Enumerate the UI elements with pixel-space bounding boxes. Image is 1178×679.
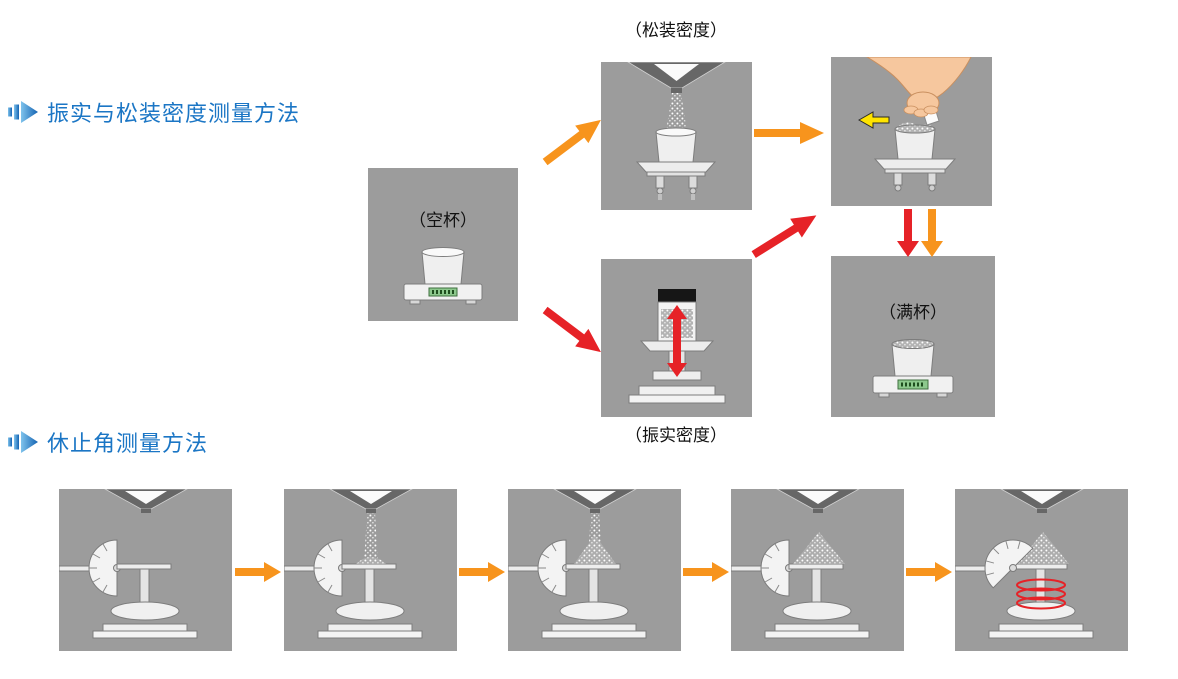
funnel-icon xyxy=(627,62,726,93)
panel-bulk-density xyxy=(601,62,752,210)
arrow-scrape-to-full-red xyxy=(897,209,919,257)
arrow-step-3-4 xyxy=(683,561,729,583)
repose-step5-illustration xyxy=(955,489,1094,639)
powder-stream xyxy=(666,93,687,132)
funnel-icon xyxy=(776,489,860,513)
hand-icon xyxy=(866,57,972,118)
panel-tapped-density xyxy=(601,259,752,417)
arrow-empty-to-tapped xyxy=(537,300,609,363)
arrow-step-1-2 xyxy=(235,561,281,583)
platform-icon xyxy=(116,563,172,606)
repose-step2-illustration xyxy=(284,489,423,639)
cup-icon xyxy=(421,247,465,285)
platform-icon xyxy=(341,563,397,606)
blue-arrow-icon xyxy=(8,101,38,123)
section-title-repose-text: 休止角测量方法 xyxy=(47,431,209,456)
section-title-repose: 休止角测量方法 xyxy=(8,426,208,458)
panel-repose-step3 xyxy=(508,489,681,651)
scale-icon xyxy=(403,283,483,305)
repose-step1-illustration xyxy=(59,489,198,639)
platform-icon xyxy=(788,563,844,606)
empty-cup-illustration xyxy=(403,247,483,305)
protractor-icon xyxy=(984,539,1034,589)
protractor-icon xyxy=(313,539,346,597)
panel-repose-step2 xyxy=(284,489,457,651)
section-title-density-text: 振实与松装密度测量方法 xyxy=(47,101,301,126)
label-empty-cup: （空杯） xyxy=(409,211,477,231)
scale-icon xyxy=(872,375,954,398)
tap-direction-arrow xyxy=(667,305,687,377)
base-bowl-icon xyxy=(988,601,1094,639)
scrape-direction-arrow xyxy=(857,111,890,129)
base-bowl-icon xyxy=(317,601,423,639)
repose-step4-illustration xyxy=(731,489,870,639)
label-bulk-density: （松装密度） xyxy=(625,21,727,41)
panel-repose-step1 xyxy=(59,489,232,651)
full-cup-illustration xyxy=(872,339,954,398)
lcd-display xyxy=(428,287,458,297)
arrow-scrape-to-full-orange xyxy=(921,209,943,257)
arrow-step-4-5 xyxy=(906,561,952,583)
protractor-icon xyxy=(760,539,793,597)
cup-icon xyxy=(891,339,935,377)
arrow-step-2-3 xyxy=(459,561,505,583)
support-rod xyxy=(955,565,990,572)
panel-scrape-level xyxy=(831,57,992,206)
protractor-icon xyxy=(88,539,121,597)
protractor-icon xyxy=(537,539,570,597)
label-tapped-density: （振实密度） xyxy=(625,426,727,446)
panel-repose-step5 xyxy=(955,489,1128,651)
funnel-icon xyxy=(104,489,188,513)
panel-full-cup: （满杯） xyxy=(831,256,995,417)
vibration-stand-icon xyxy=(635,161,717,200)
arrow-bulk-to-scrape xyxy=(754,120,824,146)
tapped-density-illustration xyxy=(628,289,726,404)
vibration-coil-icon xyxy=(1016,578,1066,610)
vibration-stand-icon xyxy=(873,158,957,192)
funnel-icon xyxy=(1000,489,1084,513)
section-title-density: 振实与松装密度测量方法 xyxy=(8,96,300,128)
base-bowl-icon xyxy=(764,601,870,639)
cup-icon xyxy=(655,127,697,163)
support-rod xyxy=(731,565,766,572)
support-rod xyxy=(59,565,94,572)
base-bowl-icon xyxy=(541,601,647,639)
support-rod xyxy=(284,565,319,572)
arrow-empty-to-bulk xyxy=(537,110,609,173)
funnel-icon xyxy=(329,489,413,513)
repose-step3-illustration xyxy=(508,489,647,639)
funnel-icon xyxy=(553,489,637,513)
scraping-illustration xyxy=(857,57,972,192)
support-rod xyxy=(508,565,543,572)
label-full-cup: （满杯） xyxy=(879,303,947,323)
powder-in-cup xyxy=(894,122,936,134)
panel-empty-cup: （空杯） xyxy=(368,168,518,321)
platform-icon xyxy=(565,563,621,606)
bulk-density-illustration xyxy=(627,62,726,200)
panel-repose-step4 xyxy=(731,489,904,651)
blue-arrow-icon xyxy=(8,431,38,453)
arrow-tapped-to-scrape xyxy=(747,204,824,265)
powder-stream xyxy=(364,513,378,564)
base-bowl-icon xyxy=(92,601,198,639)
